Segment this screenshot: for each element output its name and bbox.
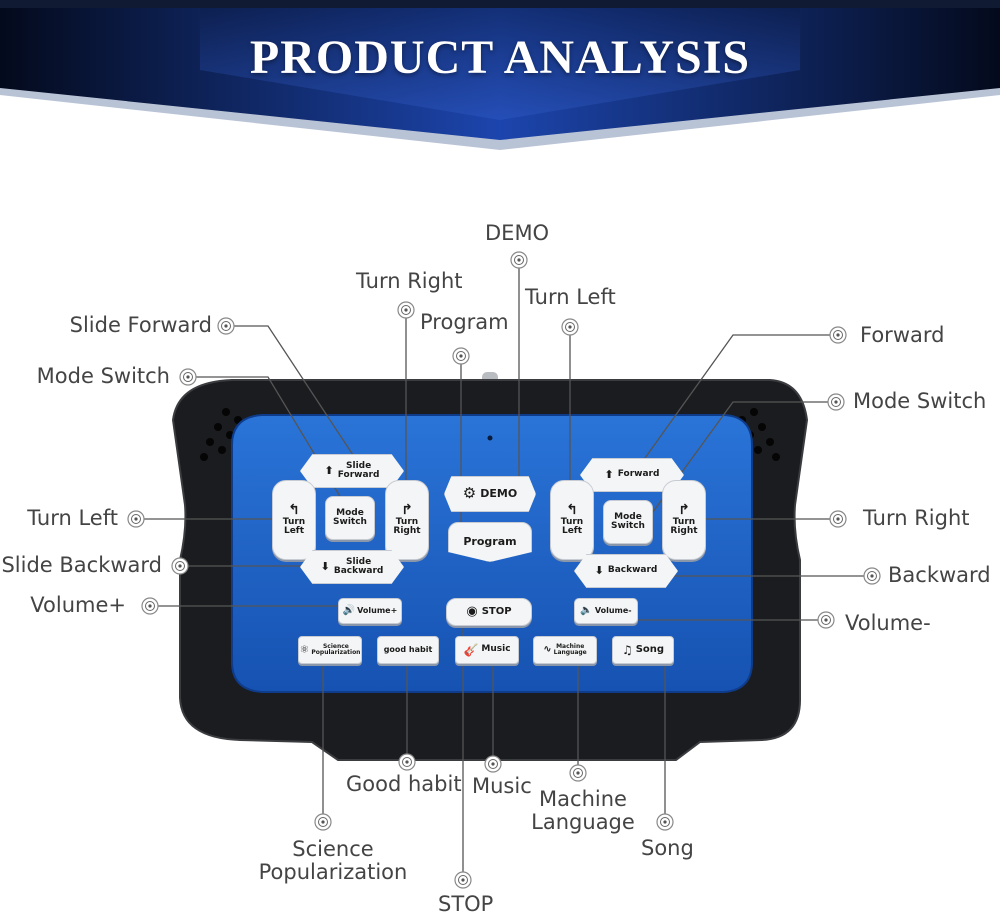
- good-habit-button[interactable]: good habit: [377, 636, 439, 664]
- slide-backward-button[interactable]: ⬇Slide Backward: [300, 550, 404, 584]
- demo-button[interactable]: ⚙DEMO: [444, 476, 536, 512]
- indicator-led: [487, 435, 493, 441]
- science-popularization-button[interactable]: ⚛Science Popularization: [298, 636, 362, 664]
- turn-right-button-right[interactable]: ↱Turn Right: [662, 480, 706, 560]
- mode-switch-button-left[interactable]: Mode Switch: [325, 496, 375, 540]
- callout-forward: Forward: [860, 323, 945, 347]
- callout-volume-plus: Volume+: [30, 593, 126, 617]
- music-button[interactable]: 🎸Music: [455, 636, 519, 664]
- turn-right-button-left[interactable]: ↱Turn Right: [385, 480, 429, 560]
- volume-plus-button[interactable]: 🔊Volume+: [338, 598, 402, 624]
- callout-good-habit: Good habit: [346, 772, 462, 796]
- speaker-holes-left: [200, 408, 242, 461]
- callout-stop: STOP: [438, 892, 494, 916]
- callout-music: Music: [472, 774, 532, 798]
- machine-language-button[interactable]: ∿Machine Language: [533, 636, 597, 664]
- page-title: PRODUCT ANALYSIS: [249, 31, 751, 84]
- callout-volume-minus: Volume-: [845, 611, 931, 635]
- callout-science-popularization: Science Popularization: [258, 837, 408, 885]
- program-button[interactable]: Program: [448, 522, 532, 562]
- callout-mode-switch-right: Mode Switch: [853, 389, 987, 413]
- callout-turn-right-right: Turn Right: [863, 506, 970, 530]
- turn-left-button-right[interactable]: ↰Turn Left: [550, 480, 594, 560]
- mode-switch-button-right[interactable]: Mode Switch: [603, 500, 653, 544]
- callout-slide-forward: Slide Forward: [69, 313, 212, 337]
- callout-turn-left-top: Turn Left: [525, 285, 616, 309]
- turn-left-button-left[interactable]: ↰Turn Left: [272, 480, 316, 560]
- callout-demo: DEMO: [485, 221, 550, 245]
- stop-button[interactable]: ◉STOP: [446, 598, 532, 626]
- volume-minus-button[interactable]: 🔈Volume-: [574, 598, 638, 624]
- backward-button[interactable]: ⬇Backward: [574, 554, 678, 588]
- callout-song: Song: [641, 836, 694, 860]
- header-banner: PRODUCT ANALYSIS: [0, 0, 1000, 160]
- callout-markers: [127, 251, 881, 889]
- callout-program: Program: [420, 310, 509, 334]
- slide-forward-button[interactable]: ⬆Slide Forward: [300, 454, 404, 488]
- callout-machine-language: Machine Language: [531, 787, 635, 835]
- callout-backward: Backward: [888, 563, 991, 587]
- callout-turn-left-left: Turn Left: [27, 506, 118, 530]
- callout-turn-right-top: Turn Right: [356, 269, 463, 293]
- leader-lines: [136, 260, 872, 880]
- callout-mode-switch-left: Mode Switch: [36, 364, 170, 388]
- callout-slide-backward: Slide Backward: [1, 553, 162, 577]
- banner-background: [0, 0, 1000, 150]
- song-button[interactable]: ♫Song: [612, 636, 674, 664]
